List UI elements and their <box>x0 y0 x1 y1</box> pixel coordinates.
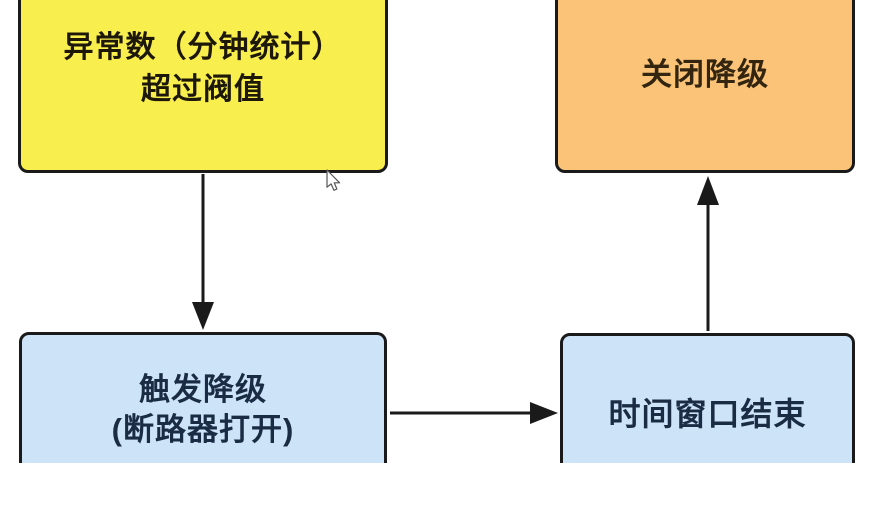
edge-trigger-to-window <box>390 402 558 424</box>
node-close-degradation: 关闭降级 <box>555 0 855 173</box>
node-time-window-end: 时间窗口结束 <box>560 333 855 463</box>
node-time-window-end-label: 时间窗口结束 <box>608 396 807 432</box>
node-exception-threshold-line1: 异常数（分钟统计） <box>63 31 343 64</box>
node-close-degradation-label: 关闭降级 <box>641 57 769 92</box>
node-trigger-degradation-line2: (断路器打开) <box>111 412 295 447</box>
node-exception-threshold: 异常数（分钟统计） 超过阀值 <box>18 0 388 173</box>
edge-window-to-close <box>697 176 719 331</box>
node-trigger-degradation-line1: 触发降级 <box>139 372 267 407</box>
node-trigger-degradation: 触发降级 (断路器打开) <box>19 332 387 463</box>
edge-threshold-to-trigger <box>192 174 214 330</box>
node-exception-threshold-line2: 超过阀值 <box>141 73 265 106</box>
flowchart-canvas: 异常数（分钟统计） 超过阀值 关闭降级 触发降级 (断路器打开) 时间窗口结束 <box>18 0 855 463</box>
